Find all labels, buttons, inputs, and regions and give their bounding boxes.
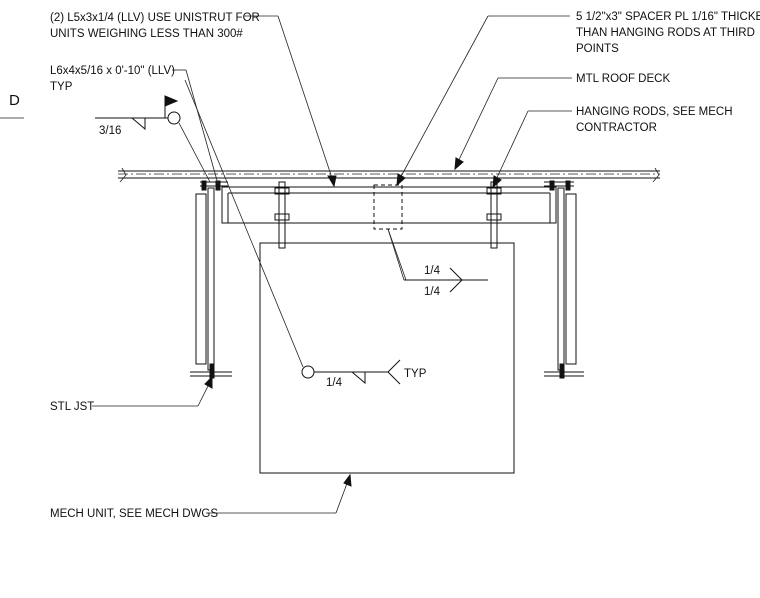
leader-spacer <box>396 15 570 187</box>
leader-rods <box>492 110 572 189</box>
note-rods-line1: HANGING RODS, SEE MECH <box>576 106 733 118</box>
unit-weld-size: 1/4 <box>326 377 343 389</box>
note-spacer-line1: 5 1/2"x3" SPACER PL 1/16" THICKER <box>576 11 760 23</box>
leader-angle-l6 <box>172 69 219 185</box>
section-mark: D <box>9 92 20 109</box>
leader-roof-deck <box>454 77 572 171</box>
steel-joist-right <box>544 180 584 379</box>
note-spacer-line2: THAN HANGING RODS AT THIRD <box>576 27 755 39</box>
spacer-weld-top: 1/4 <box>424 265 441 277</box>
leader-mech-unit <box>208 473 352 514</box>
field-weld-size: 3/16 <box>99 125 121 137</box>
note-spacer-line3: POINTS <box>576 43 619 55</box>
note-roof-deck: MTL ROOF DECK <box>576 73 670 85</box>
steel-joist-left <box>190 180 232 379</box>
note-mech-unit: MECH UNIT, SEE MECH DWGS <box>50 508 218 520</box>
note-angles-line2: UNITS WEIGHING LESS THAN 300# <box>50 28 243 40</box>
mech-unit-outline <box>259 242 515 474</box>
leader-angles <box>244 15 337 188</box>
note-joist: STL JST <box>50 401 94 413</box>
note-angle-l6-line1: L6x4x5/16 x 0'-10" (LLV) <box>50 65 175 77</box>
unit-weld-note: TYP <box>404 368 427 380</box>
hanging-rod-right <box>486 181 502 249</box>
support-angles <box>221 186 557 224</box>
note-angles-line1: (2) L5x3x1/4 (LLV) USE UNISTRUT FOR <box>50 12 260 24</box>
hanging-rod-left <box>274 181 290 249</box>
spacer-weld-bottom: 1/4 <box>424 286 441 298</box>
leader-joist <box>92 375 213 407</box>
spacer-plate <box>373 184 403 230</box>
roof-deck <box>118 167 660 183</box>
unit-weld-symbol: 1/4 TYP <box>184 79 427 389</box>
field-weld-symbol: 3/16 <box>95 95 211 183</box>
spacer-weld-symbol: 1/4 1/4 <box>387 228 488 298</box>
note-rods-line2: CONTRACTOR <box>576 122 657 134</box>
note-angle-l6-line2: TYP <box>50 81 73 93</box>
